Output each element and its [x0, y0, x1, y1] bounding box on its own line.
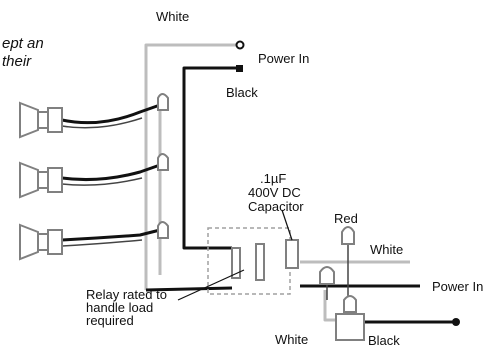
black-wire-relay-to-lamps [145, 286, 233, 292]
wire-nuts-relay [319, 226, 357, 313]
wire-nuts-lamps [157, 93, 169, 239]
lamp-socket-1 [19, 101, 63, 139]
terminal-black-bottom [452, 318, 460, 326]
relay-coil [231, 243, 265, 281]
label-capacitor-1: .1µF [260, 171, 287, 186]
label-power-in-right: Power In [432, 279, 484, 294]
text-fragment-2: their [2, 53, 32, 70]
terminal-black-top [236, 65, 243, 72]
white-wire-top [144, 43, 240, 290]
black-wire-lamp-2 [61, 163, 161, 182]
label-white-bottom: White [275, 332, 309, 347]
text-fragment-1: ept an [2, 35, 44, 52]
lamp-socket-2 [19, 161, 63, 199]
label-power-in-top: Power In [258, 51, 310, 66]
label-red: Red [334, 211, 358, 226]
label-black-bottom: Black [368, 333, 400, 348]
label-capacitor-3: Capacitor [248, 199, 304, 214]
capacitor [281, 209, 299, 269]
label-white-top: White [156, 9, 190, 24]
label-black-top: Black [226, 85, 258, 100]
black-wire-lamp-1 [61, 103, 161, 125]
black-wire-lamp-3 [61, 228, 161, 242]
label-relay-2: handle load [86, 300, 154, 315]
relay-box [207, 227, 291, 295]
label-white-right: White [370, 242, 404, 257]
lamp-socket-3 [19, 223, 63, 261]
label-relay-1: Relay rated to [86, 287, 167, 302]
label-capacitor-2: 400V DC [248, 185, 301, 200]
terminal-white-top [235, 40, 245, 50]
label-relay-3: required [86, 313, 134, 328]
switch [335, 313, 365, 341]
